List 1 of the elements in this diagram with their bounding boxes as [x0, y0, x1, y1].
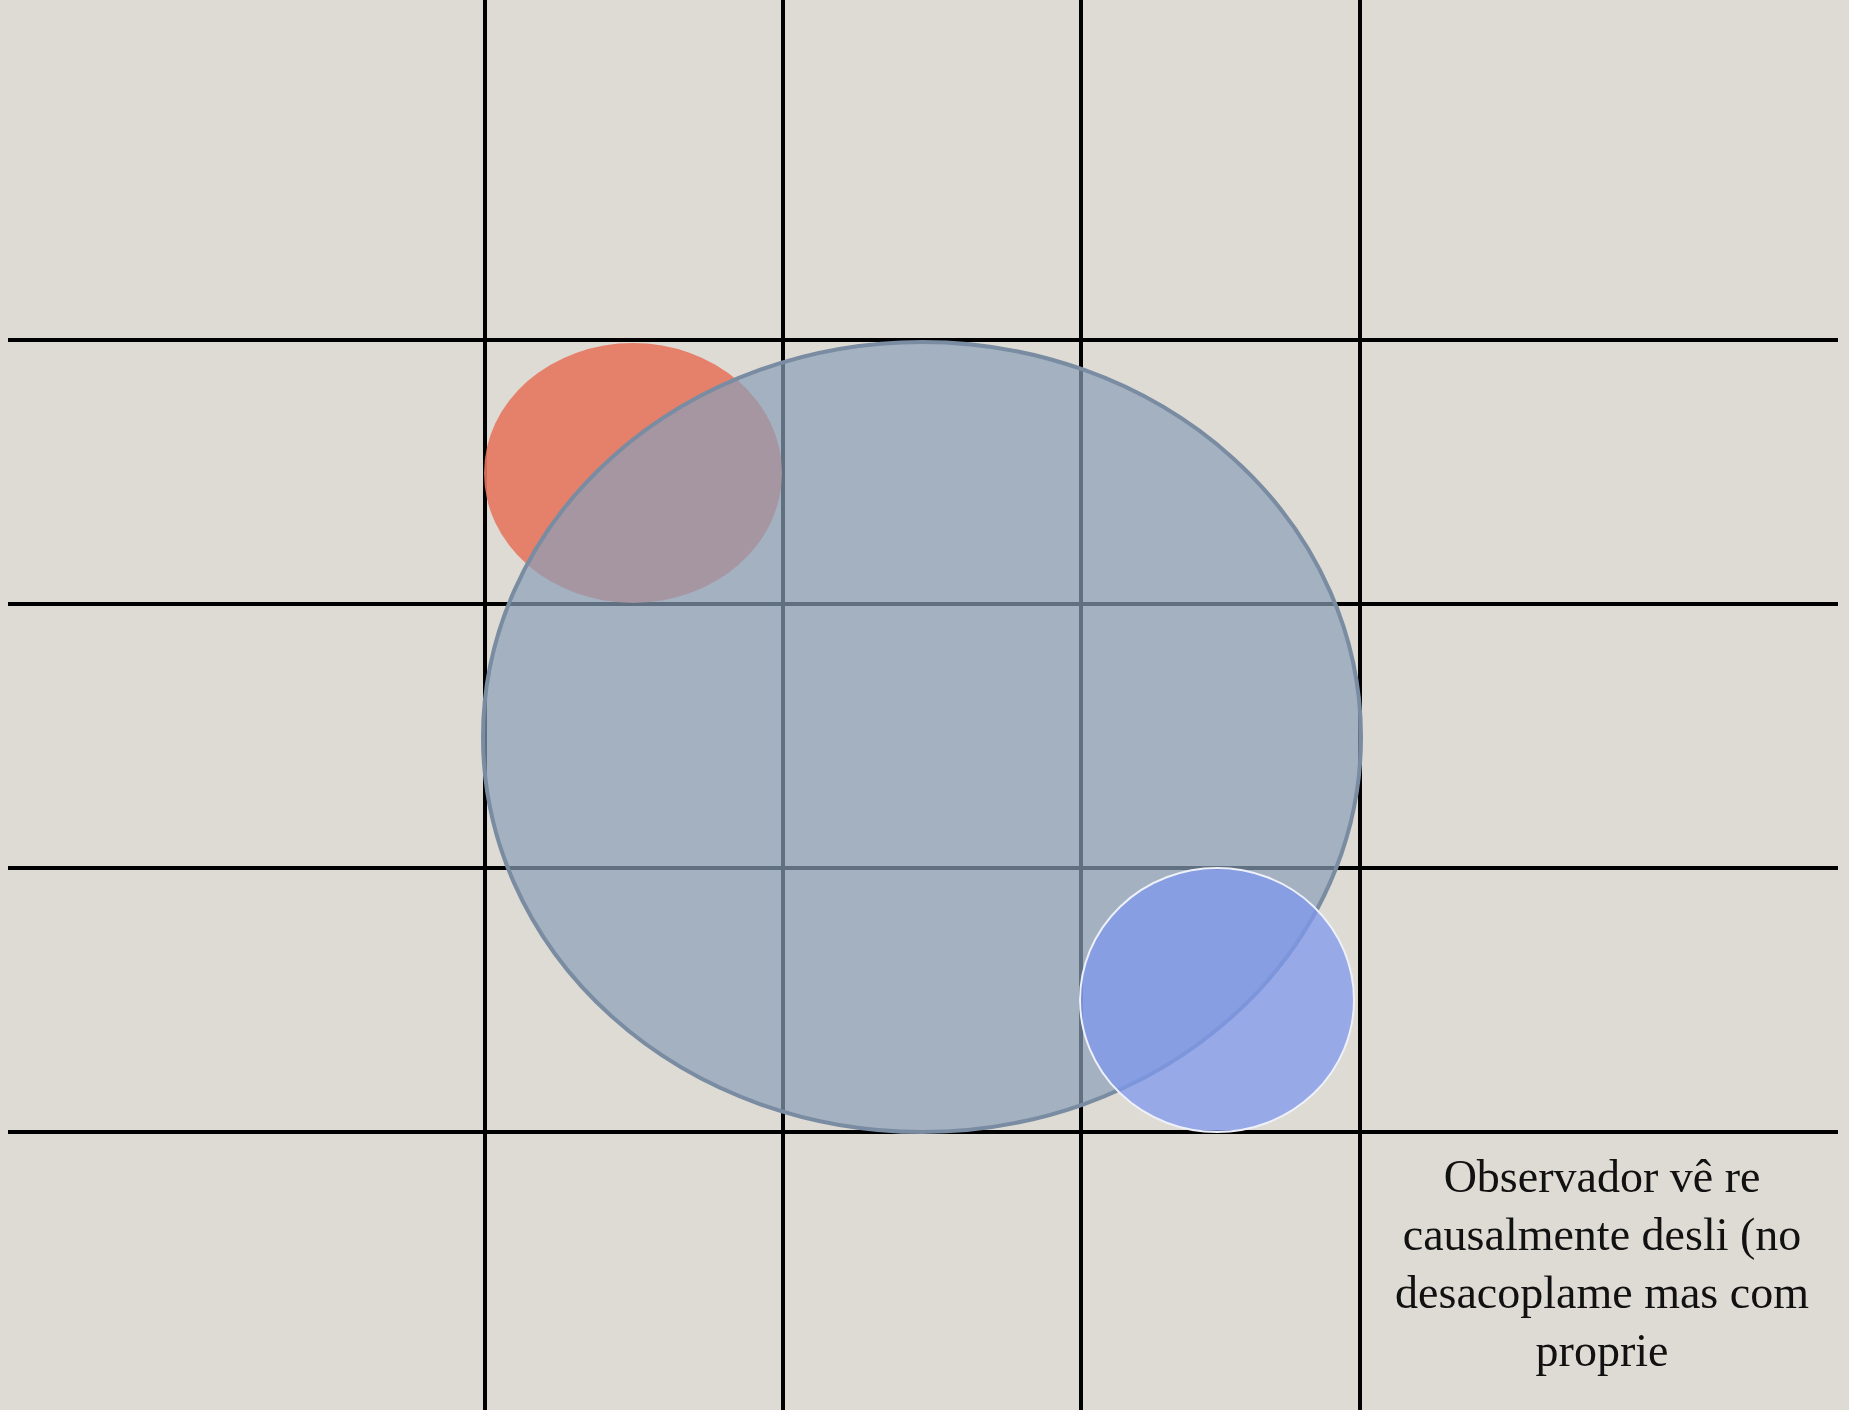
note-text: Observador vê re causalmente desli (no desacoplame mas com proprie — [1394, 1150, 1810, 1378]
